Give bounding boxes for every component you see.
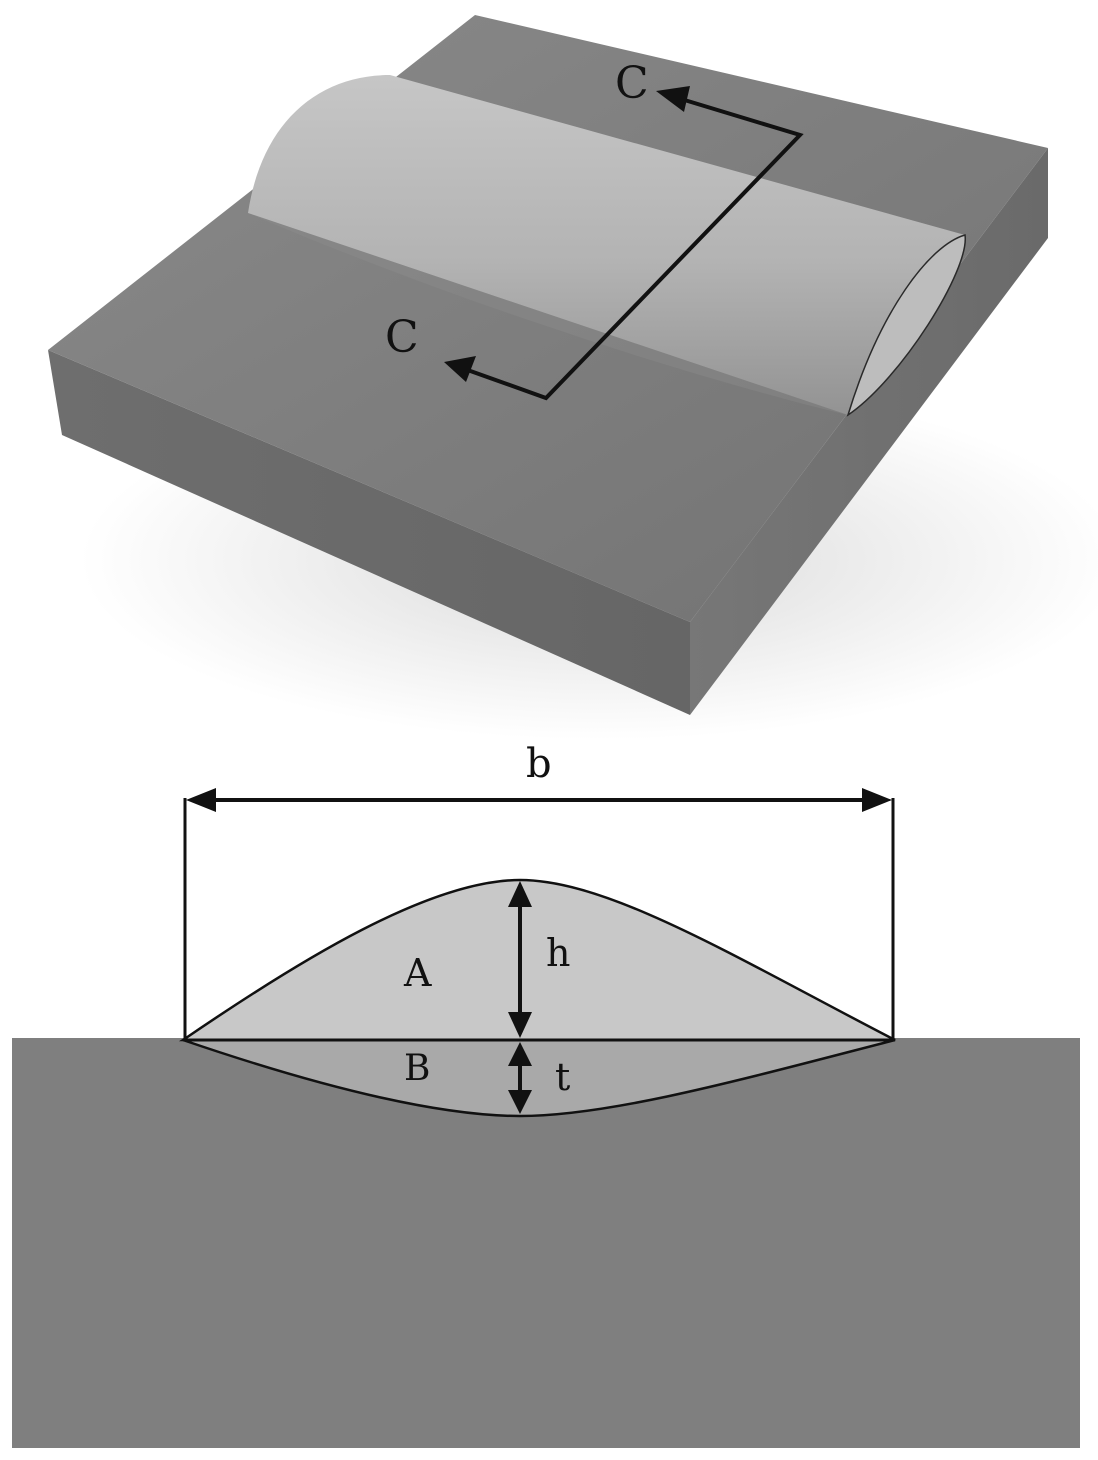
reinforcement-area-label: A	[403, 951, 432, 995]
height-arrow-top	[508, 881, 532, 907]
section-arrow-head-top	[656, 86, 690, 112]
width-arrow-left	[186, 788, 216, 812]
plate-right-face	[690, 148, 1048, 715]
penetration-label: t	[555, 1055, 570, 1099]
section-arrow-head-bottom	[444, 356, 476, 382]
plate-front-face	[48, 350, 690, 715]
width-label: b	[526, 741, 552, 787]
height-label: h	[546, 931, 570, 975]
perspective-view: C C	[48, 15, 1098, 740]
weld-bead-lower-shade	[248, 213, 848, 415]
weld-bead-3d	[248, 75, 965, 415]
penetration-area-b	[182, 1038, 896, 1118]
width-arrow-right	[862, 788, 892, 812]
cross-section-view: b h t A B	[12, 741, 1080, 1448]
penetration-arrow-bottom	[508, 1090, 532, 1114]
reinforcement-area-a	[178, 878, 896, 1042]
section-cut-line	[461, 93, 804, 401]
penetration-arrow-top	[508, 1042, 532, 1066]
penetration-area-label: B	[404, 1048, 430, 1089]
section-marker-top: C	[615, 58, 649, 109]
height-arrow-bottom	[508, 1012, 532, 1038]
weld-bead-end-cap	[846, 234, 966, 417]
section-marker-bottom: C	[385, 312, 419, 363]
